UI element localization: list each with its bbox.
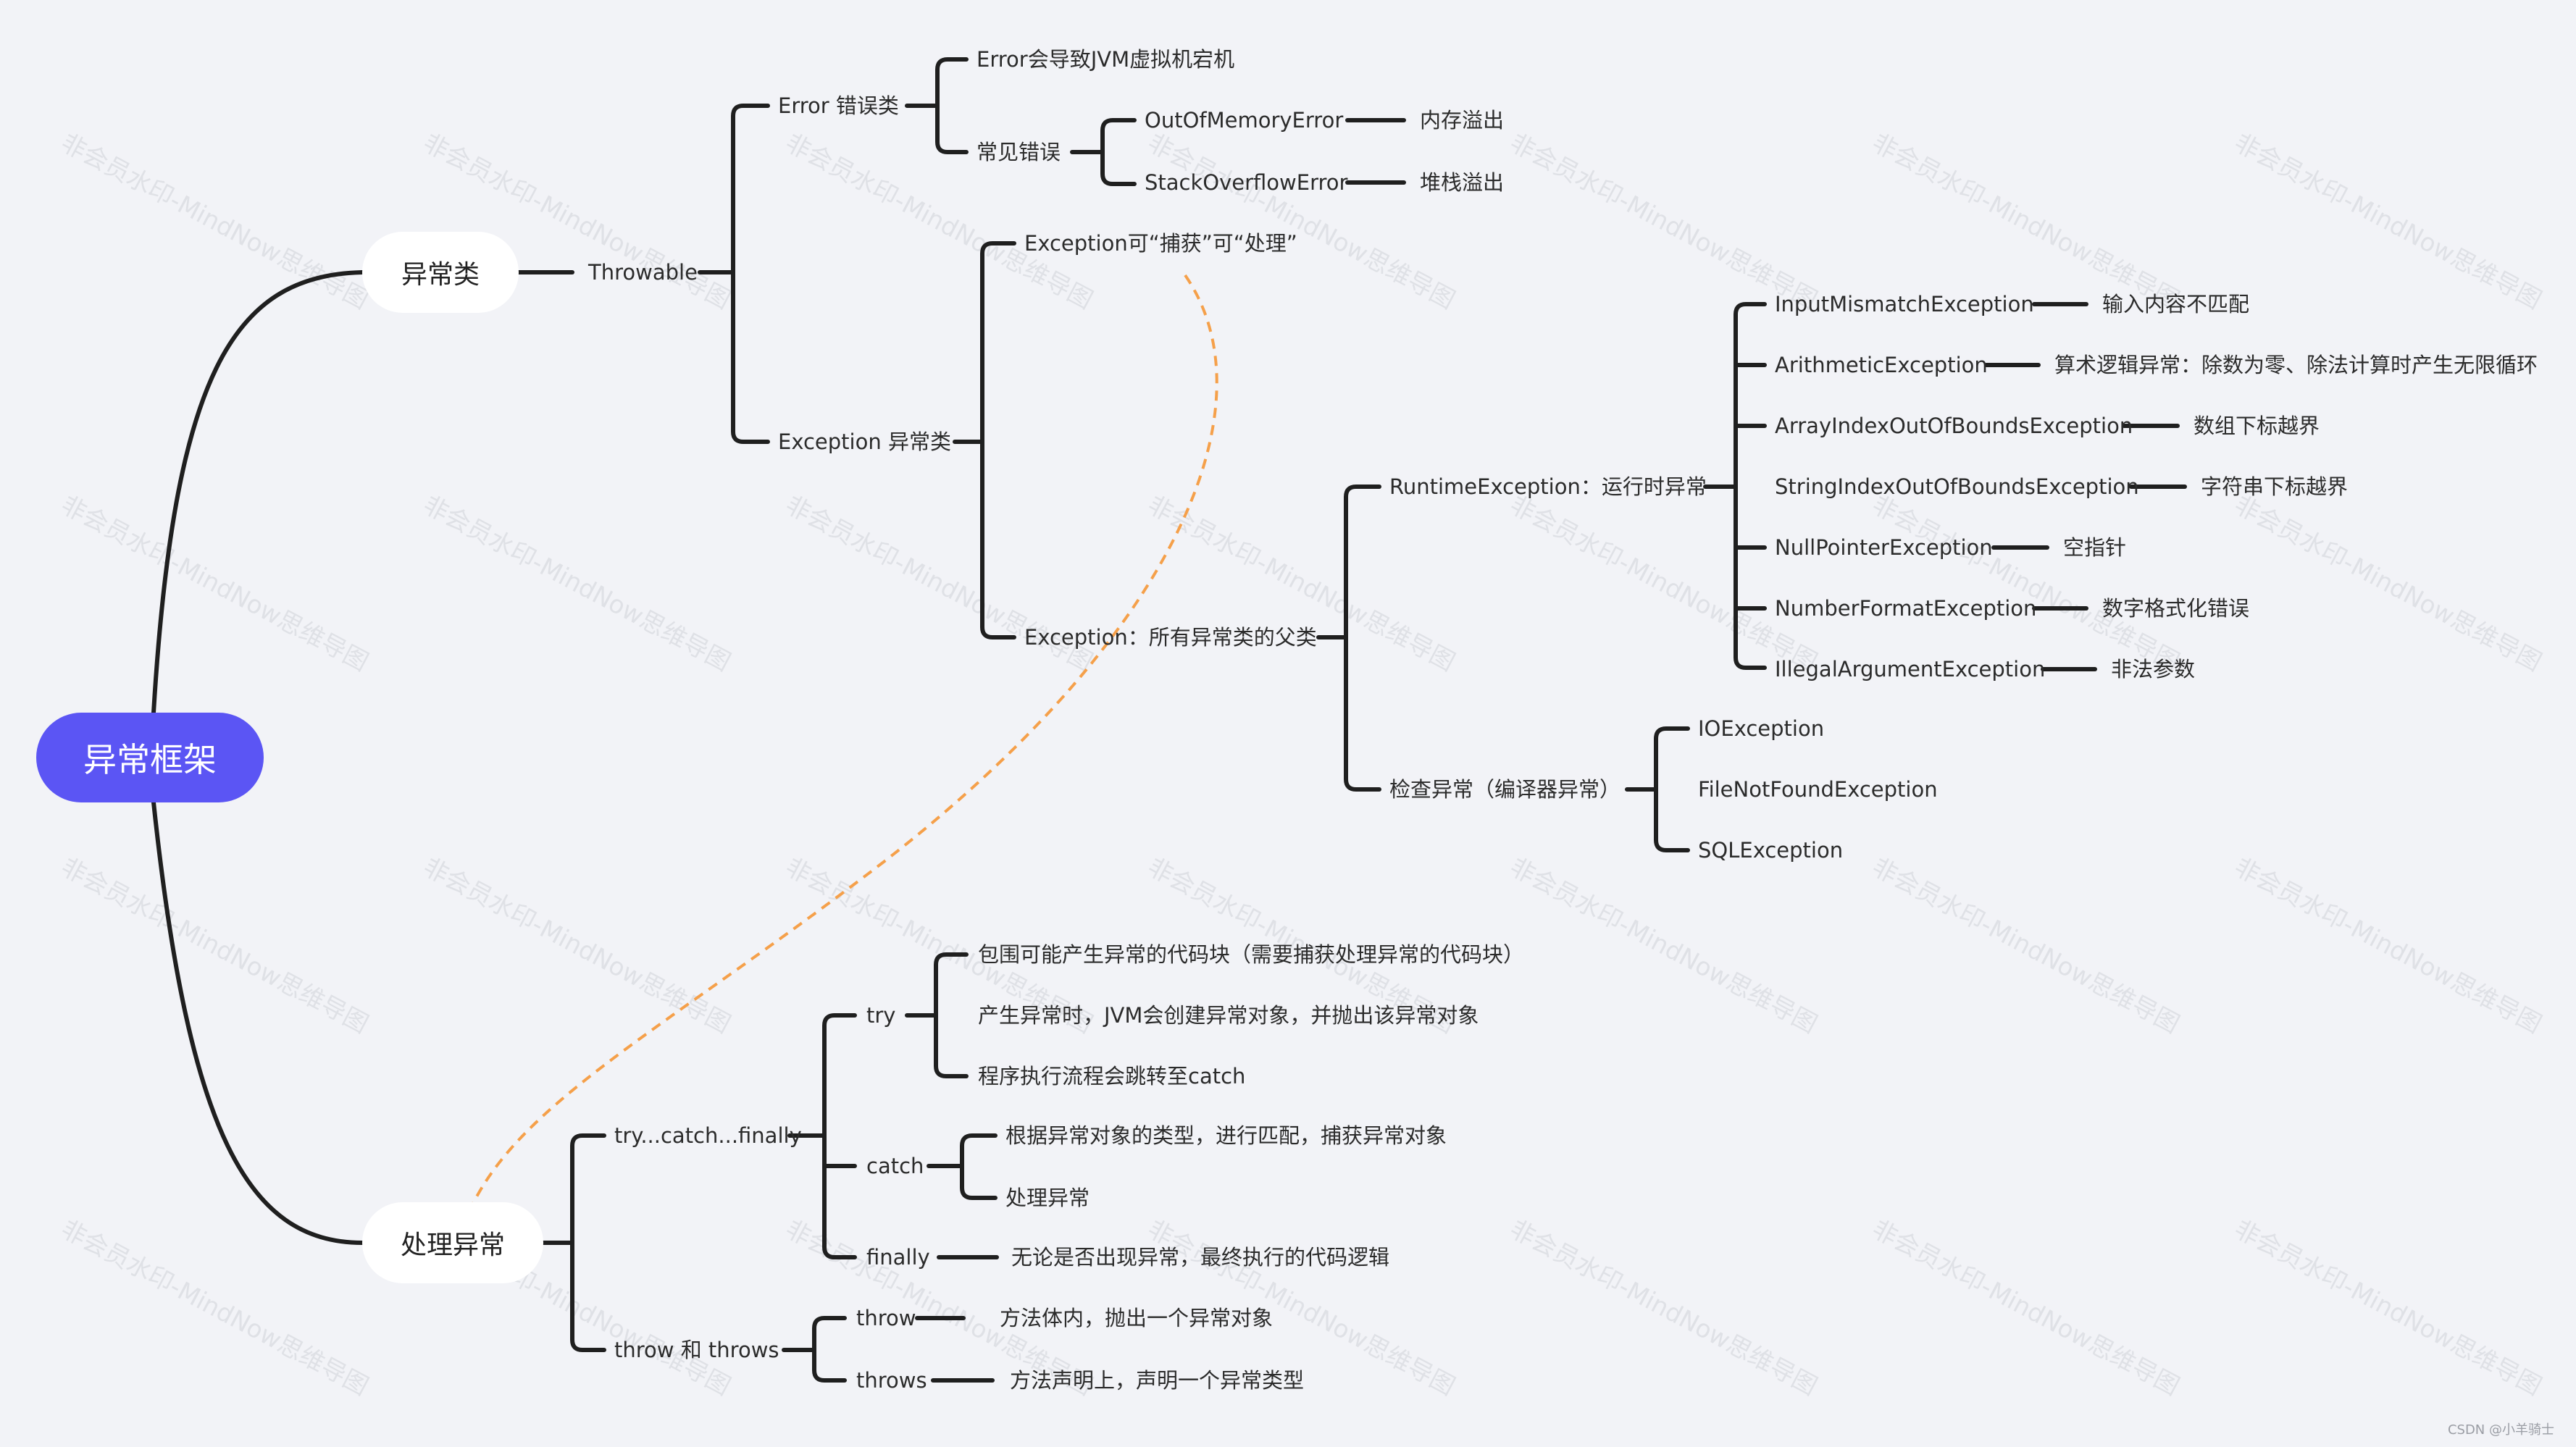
- node-runtime-item[interactable]: ArrayIndexOutOfBoundsException: [1775, 414, 2133, 438]
- node-try-catch-finally[interactable]: try...catch...finally: [614, 1123, 802, 1148]
- link-checked-bracket: [1625, 726, 1690, 852]
- node-catch-item[interactable]: 处理异常: [1005, 1186, 1090, 1210]
- node-catch[interactable]: catch: [866, 1154, 924, 1178]
- link-root-exceptions: [151, 270, 364, 715]
- node-so[interactable]: StackOverflowError: [1145, 170, 1348, 195]
- node-checked-item[interactable]: SQLException: [1698, 838, 1844, 863]
- node-so-desc[interactable]: 堆栈溢出: [1420, 170, 1505, 195]
- link-handling-bracket: [541, 1133, 606, 1352]
- node-throw-desc[interactable]: 方法体内，抛出一个异常对象: [1000, 1306, 1274, 1330]
- node-runtime-item[interactable]: StringIndexOutOfBoundsException: [1775, 474, 2139, 499]
- node-throw[interactable]: throw: [856, 1306, 916, 1330]
- link-tcf-bracket: [787, 1013, 857, 1259]
- link-root-handling: [151, 800, 364, 1245]
- root-node[interactable]: 异常框架: [36, 713, 264, 802]
- link-tt-bracket: [782, 1316, 847, 1383]
- node-throws-desc[interactable]: 方法声明上，声明一个异常类型: [1010, 1368, 1305, 1393]
- node-try-item[interactable]: 产生异常时，JVM会创建异常对象，并抛出该异常对象: [978, 1003, 1479, 1028]
- link-throwable-bracket: [698, 104, 770, 444]
- node-throwable[interactable]: Throwable: [588, 260, 698, 285]
- node-runtime-item-desc[interactable]: 空指针: [2063, 535, 2127, 560]
- node-runtime-item-desc[interactable]: 算术逻辑异常：除数为零、除法计算时产生无限循环: [2054, 353, 2538, 377]
- csdn-credit: CSDN @小羊骑士: [2447, 1422, 2554, 1438]
- node-oom[interactable]: OutOfMemoryError: [1145, 108, 1344, 133]
- node-throw-throws[interactable]: throw 和 throws: [614, 1338, 779, 1362]
- node-runtime-item[interactable]: InputMismatchException: [1775, 292, 2034, 316]
- node-finally[interactable]: finally: [866, 1245, 930, 1270]
- node-oom-desc[interactable]: 内存溢出: [1420, 108, 1505, 133]
- node-exception-catchable[interactable]: Exception可“捕获”可“处理”: [1024, 231, 1297, 256]
- node-exception-parent[interactable]: Exception：所有异常类的父类: [1024, 625, 1317, 650]
- node-try[interactable]: try: [866, 1003, 896, 1028]
- node-try-item[interactable]: 程序执行流程会跳转至catch: [978, 1064, 1246, 1089]
- node-error-common[interactable]: 常见错误: [977, 140, 1061, 164]
- link-error-bracket: [905, 57, 969, 154]
- node-error[interactable]: Error 错误类: [778, 93, 899, 118]
- node-error-crash[interactable]: Error会导致JVM虚拟机宕机: [977, 47, 1235, 72]
- node-exception[interactable]: Exception 异常类: [778, 429, 951, 454]
- branch-handling[interactable]: 处理异常: [362, 1202, 543, 1283]
- node-checked-item[interactable]: IOException: [1698, 716, 1825, 741]
- node-runtime[interactable]: RuntimeException：运行时异常: [1389, 474, 1707, 499]
- node-runtime-item-desc[interactable]: 非法参数: [2111, 657, 2196, 681]
- node-runtime-item-desc[interactable]: 数字格式化错误: [2102, 596, 2250, 621]
- node-runtime-item-desc[interactable]: 数组下标越界: [2194, 414, 2320, 438]
- node-checked[interactable]: 检查异常（编译器异常）: [1389, 777, 1621, 802]
- link-parent-bracket: [1316, 485, 1381, 792]
- branch-exceptions[interactable]: 异常类: [362, 232, 519, 313]
- node-runtime-item-desc[interactable]: 输入内容不匹配: [2102, 292, 2250, 316]
- link-runtime-bracket: [1703, 302, 1767, 670]
- node-try-item[interactable]: 包围可能产生异常的代码块（需要捕获处理异常的代码块）: [978, 942, 1525, 967]
- link-exception-bracket: [953, 241, 1016, 639]
- node-runtime-item[interactable]: NullPointerException: [1775, 535, 1993, 560]
- node-throws[interactable]: throws: [856, 1368, 927, 1393]
- node-runtime-item[interactable]: IllegalArgumentException: [1775, 657, 2046, 681]
- link-try-bracket: [905, 952, 969, 1078]
- node-finally-desc[interactable]: 无论是否出现异常，最终执行的代码逻辑: [1011, 1245, 1390, 1270]
- relation-arrow: [469, 274, 1218, 1209]
- node-runtime-item[interactable]: ArithmeticException: [1775, 353, 1988, 377]
- node-runtime-item-desc[interactable]: 字符串下标越界: [2201, 474, 2349, 499]
- link-common-bracket: [1070, 118, 1137, 186]
- node-checked-item[interactable]: FileNotFoundException: [1698, 777, 1938, 802]
- node-catch-item[interactable]: 根据异常对象的类型，进行匹配，捕获异常对象: [1005, 1123, 1447, 1148]
- node-runtime-item[interactable]: NumberFormatException: [1775, 596, 2037, 621]
- link-catch-bracket: [927, 1133, 998, 1200]
